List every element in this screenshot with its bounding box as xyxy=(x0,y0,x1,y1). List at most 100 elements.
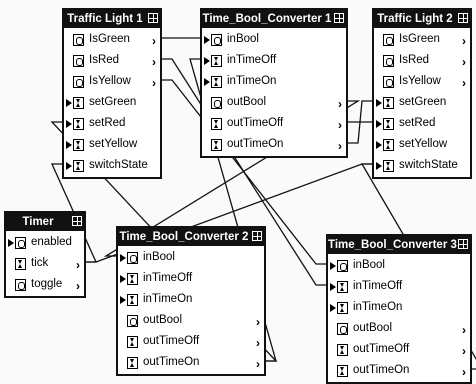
bool-type-icon xyxy=(73,55,84,67)
output-arrow-icon: › xyxy=(256,357,260,371)
component-icon[interactable] xyxy=(458,13,468,23)
component-title[interactable]: Timer xyxy=(6,213,84,231)
component-icon[interactable] xyxy=(72,216,82,226)
output-arrow-icon: › xyxy=(256,336,260,350)
port-label: setGreen xyxy=(89,96,137,108)
port-outtimeoff[interactable]: outTimeOff› xyxy=(328,340,470,361)
port-outbool[interactable]: outBool › xyxy=(328,319,470,340)
port-toggle[interactable]: toggle› xyxy=(6,275,84,296)
port-label: IsGreen xyxy=(399,33,440,45)
time-type-icon xyxy=(127,294,138,306)
component-icon[interactable] xyxy=(148,13,158,23)
port-outtimeoff[interactable]: outTimeOff › xyxy=(202,114,346,135)
port-label: IsYellow xyxy=(399,75,441,87)
input-arrow-icon xyxy=(66,141,72,149)
port-isgreen[interactable]: IsGreen› xyxy=(374,30,470,51)
port-inbool[interactable]: inBool xyxy=(202,30,346,51)
bool-type-icon xyxy=(383,55,394,67)
port-intimeoff[interactable]: inTimeOff xyxy=(328,277,470,298)
port-label: outTimeOff xyxy=(143,335,200,347)
port-switchstate[interactable]: switchState xyxy=(374,156,470,177)
component-title[interactable]: Time_Bool_Converter 1 xyxy=(202,10,346,28)
output-arrow-icon: › xyxy=(462,323,466,337)
port-label: inTimeOff xyxy=(227,54,277,66)
port-intimeoff[interactable]: inTimeOff xyxy=(118,269,264,290)
bool-type-icon xyxy=(127,315,138,327)
output-arrow-icon: › xyxy=(338,118,342,132)
bool-type-icon xyxy=(383,76,394,88)
port-isyellow[interactable]: IsYellow› xyxy=(64,72,160,93)
port-isyellow[interactable]: IsYellow› xyxy=(374,72,470,93)
port-label: outBool xyxy=(227,96,267,108)
component-icon[interactable] xyxy=(252,231,262,241)
port-enabled[interactable]: enabled xyxy=(6,233,84,254)
bool-type-icon xyxy=(383,34,394,46)
time-type-icon xyxy=(73,118,84,130)
port-isgreen[interactable]: IsGreen› xyxy=(64,30,160,51)
input-arrow-icon xyxy=(8,239,14,247)
port-label: IsRed xyxy=(89,54,120,66)
port-intimeon[interactable]: inTimeOn xyxy=(328,298,470,319)
output-arrow-icon: › xyxy=(76,258,80,272)
port-label: inBool xyxy=(227,33,259,45)
component-title[interactable]: Time_Bool_Converter 2 xyxy=(118,228,264,246)
input-arrow-icon xyxy=(204,57,210,65)
input-arrow-icon xyxy=(330,283,336,291)
port-setyellow[interactable]: setYellow xyxy=(374,135,470,156)
port-outtimeon[interactable]: outTimeOn› xyxy=(202,135,346,156)
port-intimeon[interactable]: inTimeOn xyxy=(202,72,346,93)
component-tl1[interactable]: Traffic Light 1 IsGreen›IsRed›IsYellow› se… xyxy=(62,8,162,179)
input-arrow-icon xyxy=(66,99,72,107)
output-arrow-icon: › xyxy=(462,365,466,379)
time-type-icon xyxy=(337,302,348,314)
port-isred[interactable]: IsRed› xyxy=(374,51,470,72)
port-setgreen[interactable]: setGreen xyxy=(64,93,160,114)
port-label: outTimeOff xyxy=(227,117,284,129)
component-title[interactable]: Time_Bool_Converter 3 xyxy=(328,236,470,254)
time-type-icon xyxy=(383,139,394,151)
port-inbool[interactable]: inBool xyxy=(328,256,470,277)
port-label: toggle xyxy=(31,278,63,290)
time-type-icon xyxy=(127,273,138,285)
port-label: outTimeOn xyxy=(143,356,200,368)
port-setyellow[interactable]: setYellow xyxy=(64,135,160,156)
port-outtimeoff[interactable]: outTimeOff › xyxy=(118,332,264,353)
bool-type-icon xyxy=(15,279,26,291)
port-setgreen[interactable]: setGreen xyxy=(374,93,470,114)
time-type-icon xyxy=(211,139,222,151)
connection-wire[interactable] xyxy=(348,100,372,144)
component-tbc1[interactable]: Time_Bool_Converter 1 inBool inTimeOff inTi… xyxy=(200,8,348,158)
time-type-icon xyxy=(211,118,222,130)
input-arrow-icon xyxy=(376,120,382,128)
component-title[interactable]: Traffic Light 1 xyxy=(64,10,160,28)
port-outbool[interactable]: outBool› xyxy=(202,93,346,114)
time-type-icon xyxy=(211,76,222,88)
port-outtimeon[interactable]: outTimeOn › xyxy=(118,353,264,374)
port-tick[interactable]: tick› xyxy=(6,254,84,275)
port-label: outBool xyxy=(143,314,183,326)
port-label: outBool xyxy=(353,322,393,334)
port-label: IsRed xyxy=(399,54,430,66)
time-type-icon xyxy=(337,281,348,293)
port-intimeoff[interactable]: inTimeOff xyxy=(202,51,346,72)
port-switchstate[interactable]: switchState xyxy=(64,156,160,177)
port-inbool[interactable]: inBool xyxy=(118,248,264,269)
port-intimeon[interactable]: inTimeOn xyxy=(118,290,264,311)
component-icon[interactable] xyxy=(458,239,468,249)
port-outbool[interactable]: outBool› xyxy=(118,311,264,332)
port-isred[interactable]: IsRed› xyxy=(64,51,160,72)
input-arrow-icon xyxy=(204,36,210,44)
port-setred[interactable]: setRed xyxy=(64,114,160,135)
time-type-icon xyxy=(73,160,84,172)
component-title[interactable]: Traffic Light 2 xyxy=(374,10,470,28)
port-setred[interactable]: setRed xyxy=(374,114,470,135)
component-icon[interactable] xyxy=(334,13,344,23)
port-outtimeon[interactable]: outTimeOn› xyxy=(328,361,470,382)
bool-type-icon xyxy=(337,323,348,335)
time-type-icon xyxy=(383,160,394,172)
